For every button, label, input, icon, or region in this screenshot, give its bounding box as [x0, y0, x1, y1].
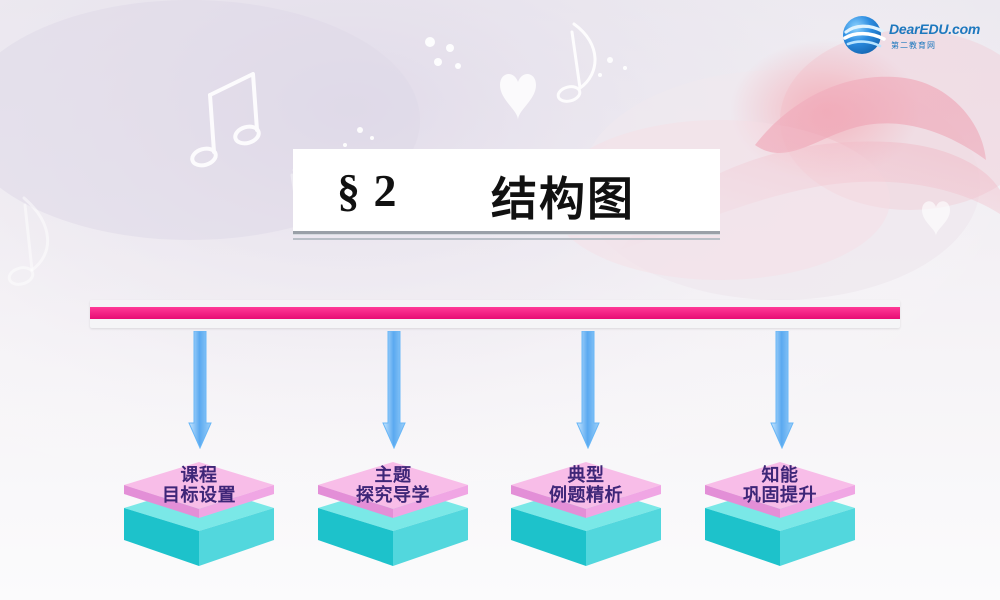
slide-title: 结构图: [491, 172, 635, 226]
main-bar: [90, 300, 900, 328]
card-title-line-2: 巩固提升: [743, 485, 817, 506]
card-title-line-1: 典型: [567, 465, 605, 486]
examples-card[interactable]: 典型 例题精析: [511, 460, 661, 566]
card-title-line-1: 知能: [761, 465, 799, 486]
card-title-line-1: 课程: [180, 465, 218, 486]
topic-exploration-card[interactable]: 主题 探究导学: [318, 460, 468, 566]
card-label: 知能 巩固提升: [705, 460, 855, 512]
card-label: 主题 探究导学: [318, 460, 468, 512]
course-goals-card[interactable]: 课程 目标设置: [124, 460, 274, 566]
card-title-line-1: 主题: [374, 465, 412, 486]
globe-logo-icon: [843, 16, 886, 54]
down-arrow-icon: [769, 331, 795, 449]
brand-name: DearEDU.com: [889, 21, 981, 37]
down-arrow-icon: [575, 331, 601, 449]
site-logo[interactable]: DearEDU.com 第二教育网: [840, 13, 980, 65]
card-title-line-2: 目标设置: [162, 485, 236, 506]
card-label: 课程 目标设置: [124, 460, 274, 512]
down-arrow-icon: [187, 331, 213, 449]
brand-subtitle: 第二教育网: [891, 41, 936, 50]
card-title-line-2: 探究导学: [356, 485, 430, 506]
card-title-line-2: 例题精析: [549, 485, 623, 506]
practice-card[interactable]: 知能 巩固提升: [705, 460, 855, 566]
down-arrow-icon: [381, 331, 407, 449]
section-label: § 2: [337, 165, 398, 216]
card-label: 典型 例题精析: [511, 460, 661, 512]
slide-title-box: § 2 结构图: [293, 149, 720, 240]
